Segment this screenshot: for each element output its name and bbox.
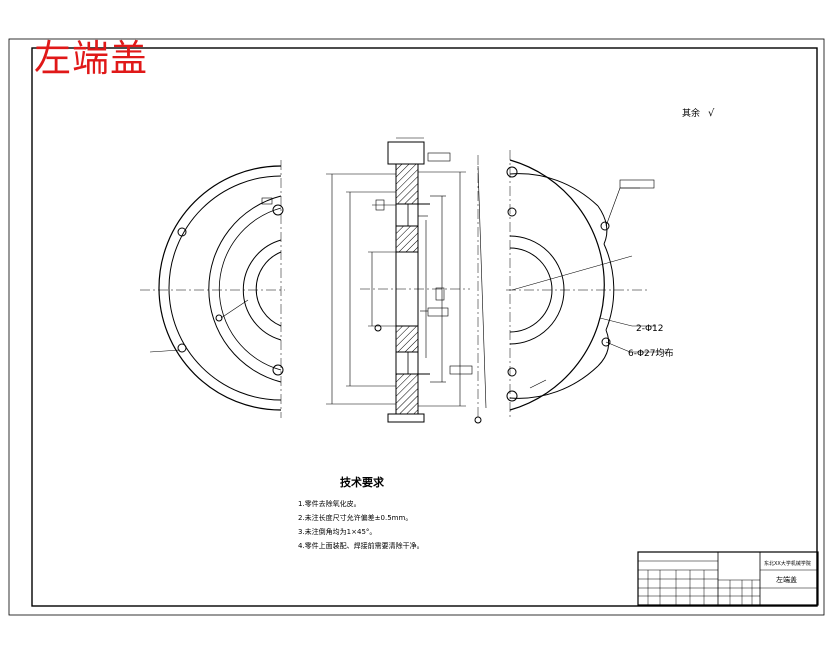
callout-2-phi12: 2-Φ12 <box>636 324 664 334</box>
inner-border <box>31 47 818 607</box>
right-view <box>506 150 666 420</box>
outer-border <box>8 38 825 616</box>
title-block <box>637 551 819 606</box>
roughness-symbol: √ <box>708 108 715 119</box>
left-view <box>140 160 285 418</box>
tech-item-1: 1.零件去除氧化皮。 <box>298 499 361 508</box>
title-block-part-name: 左端盖 <box>776 575 797 584</box>
callout-6-phi27: 6-Φ27均布 <box>628 347 674 359</box>
tech-item-3: 3.未注倒角均为1×45°。 <box>298 527 376 536</box>
tech-item-2: 2.未注长度尺寸允许偏差±0.5mm。 <box>298 513 412 522</box>
stamp-title: 左端盖 <box>34 37 148 80</box>
roughness-note: 其余 <box>682 107 700 119</box>
title-block-school: 东北XX大学机械学院 <box>764 560 811 567</box>
section-view <box>326 137 487 424</box>
tech-item-4: 4.零件上面装配、焊接前需要清除干净。 <box>298 541 424 550</box>
tech-title: 技术要求 <box>340 475 385 489</box>
